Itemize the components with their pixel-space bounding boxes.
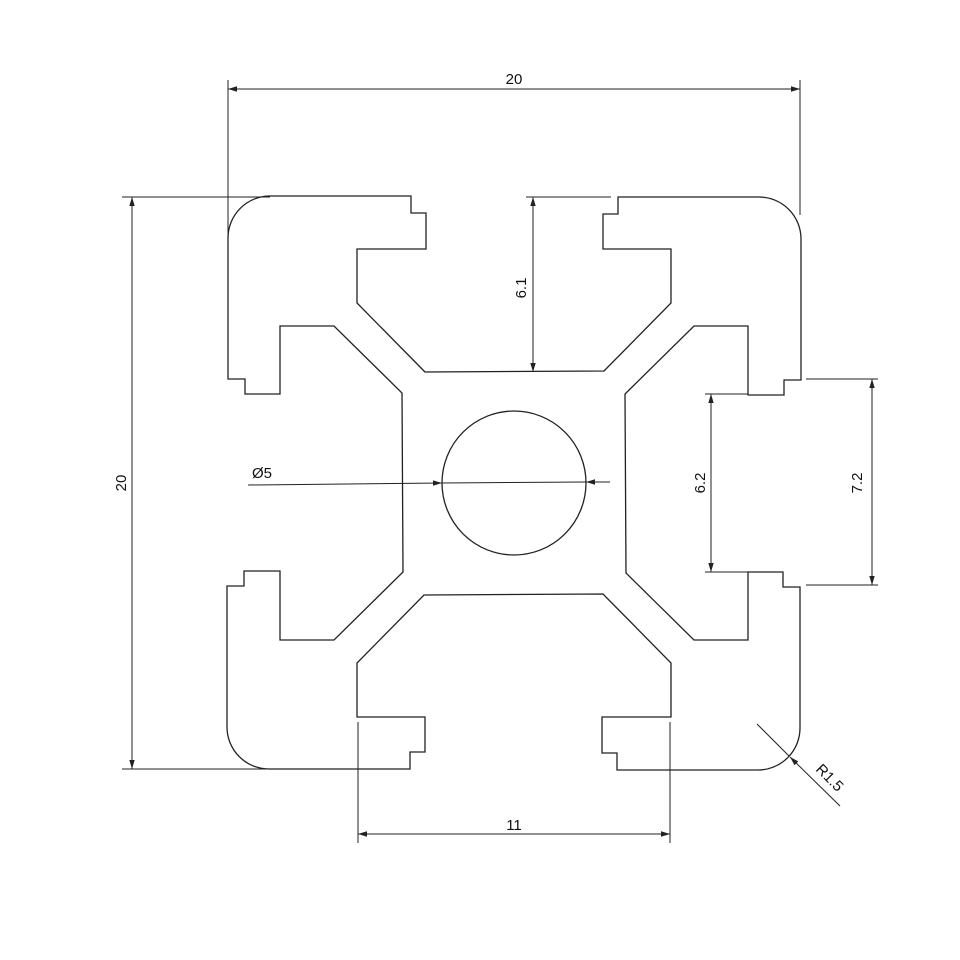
- dimension-label: R1.5: [812, 761, 846, 795]
- dimension-slot-depth: 6.1: [513, 196, 611, 372]
- dimension-label: 6.2: [692, 473, 709, 494]
- dimension-label: 6.1: [513, 278, 530, 299]
- dimension-height-left: 20: [113, 196, 270, 770]
- dimension-slot-opening: 7.2: [806, 378, 878, 586]
- dimension-label: 11: [506, 817, 522, 834]
- dimension-label: 7.2: [849, 473, 866, 494]
- dimension-bore-diameter: Ø5: [247, 465, 610, 486]
- dimension-corner-radius: R1.5: [756, 723, 847, 807]
- dimension-width-top: 20: [227, 71, 801, 240]
- dimension-slot-inner: 6.2: [692, 393, 748, 573]
- dimension-label: 20: [113, 475, 130, 492]
- dimension-label: Ø5: [252, 465, 272, 482]
- dimension-slot-width-bottom: 11: [357, 722, 671, 843]
- dimension-label: 20: [506, 71, 523, 88]
